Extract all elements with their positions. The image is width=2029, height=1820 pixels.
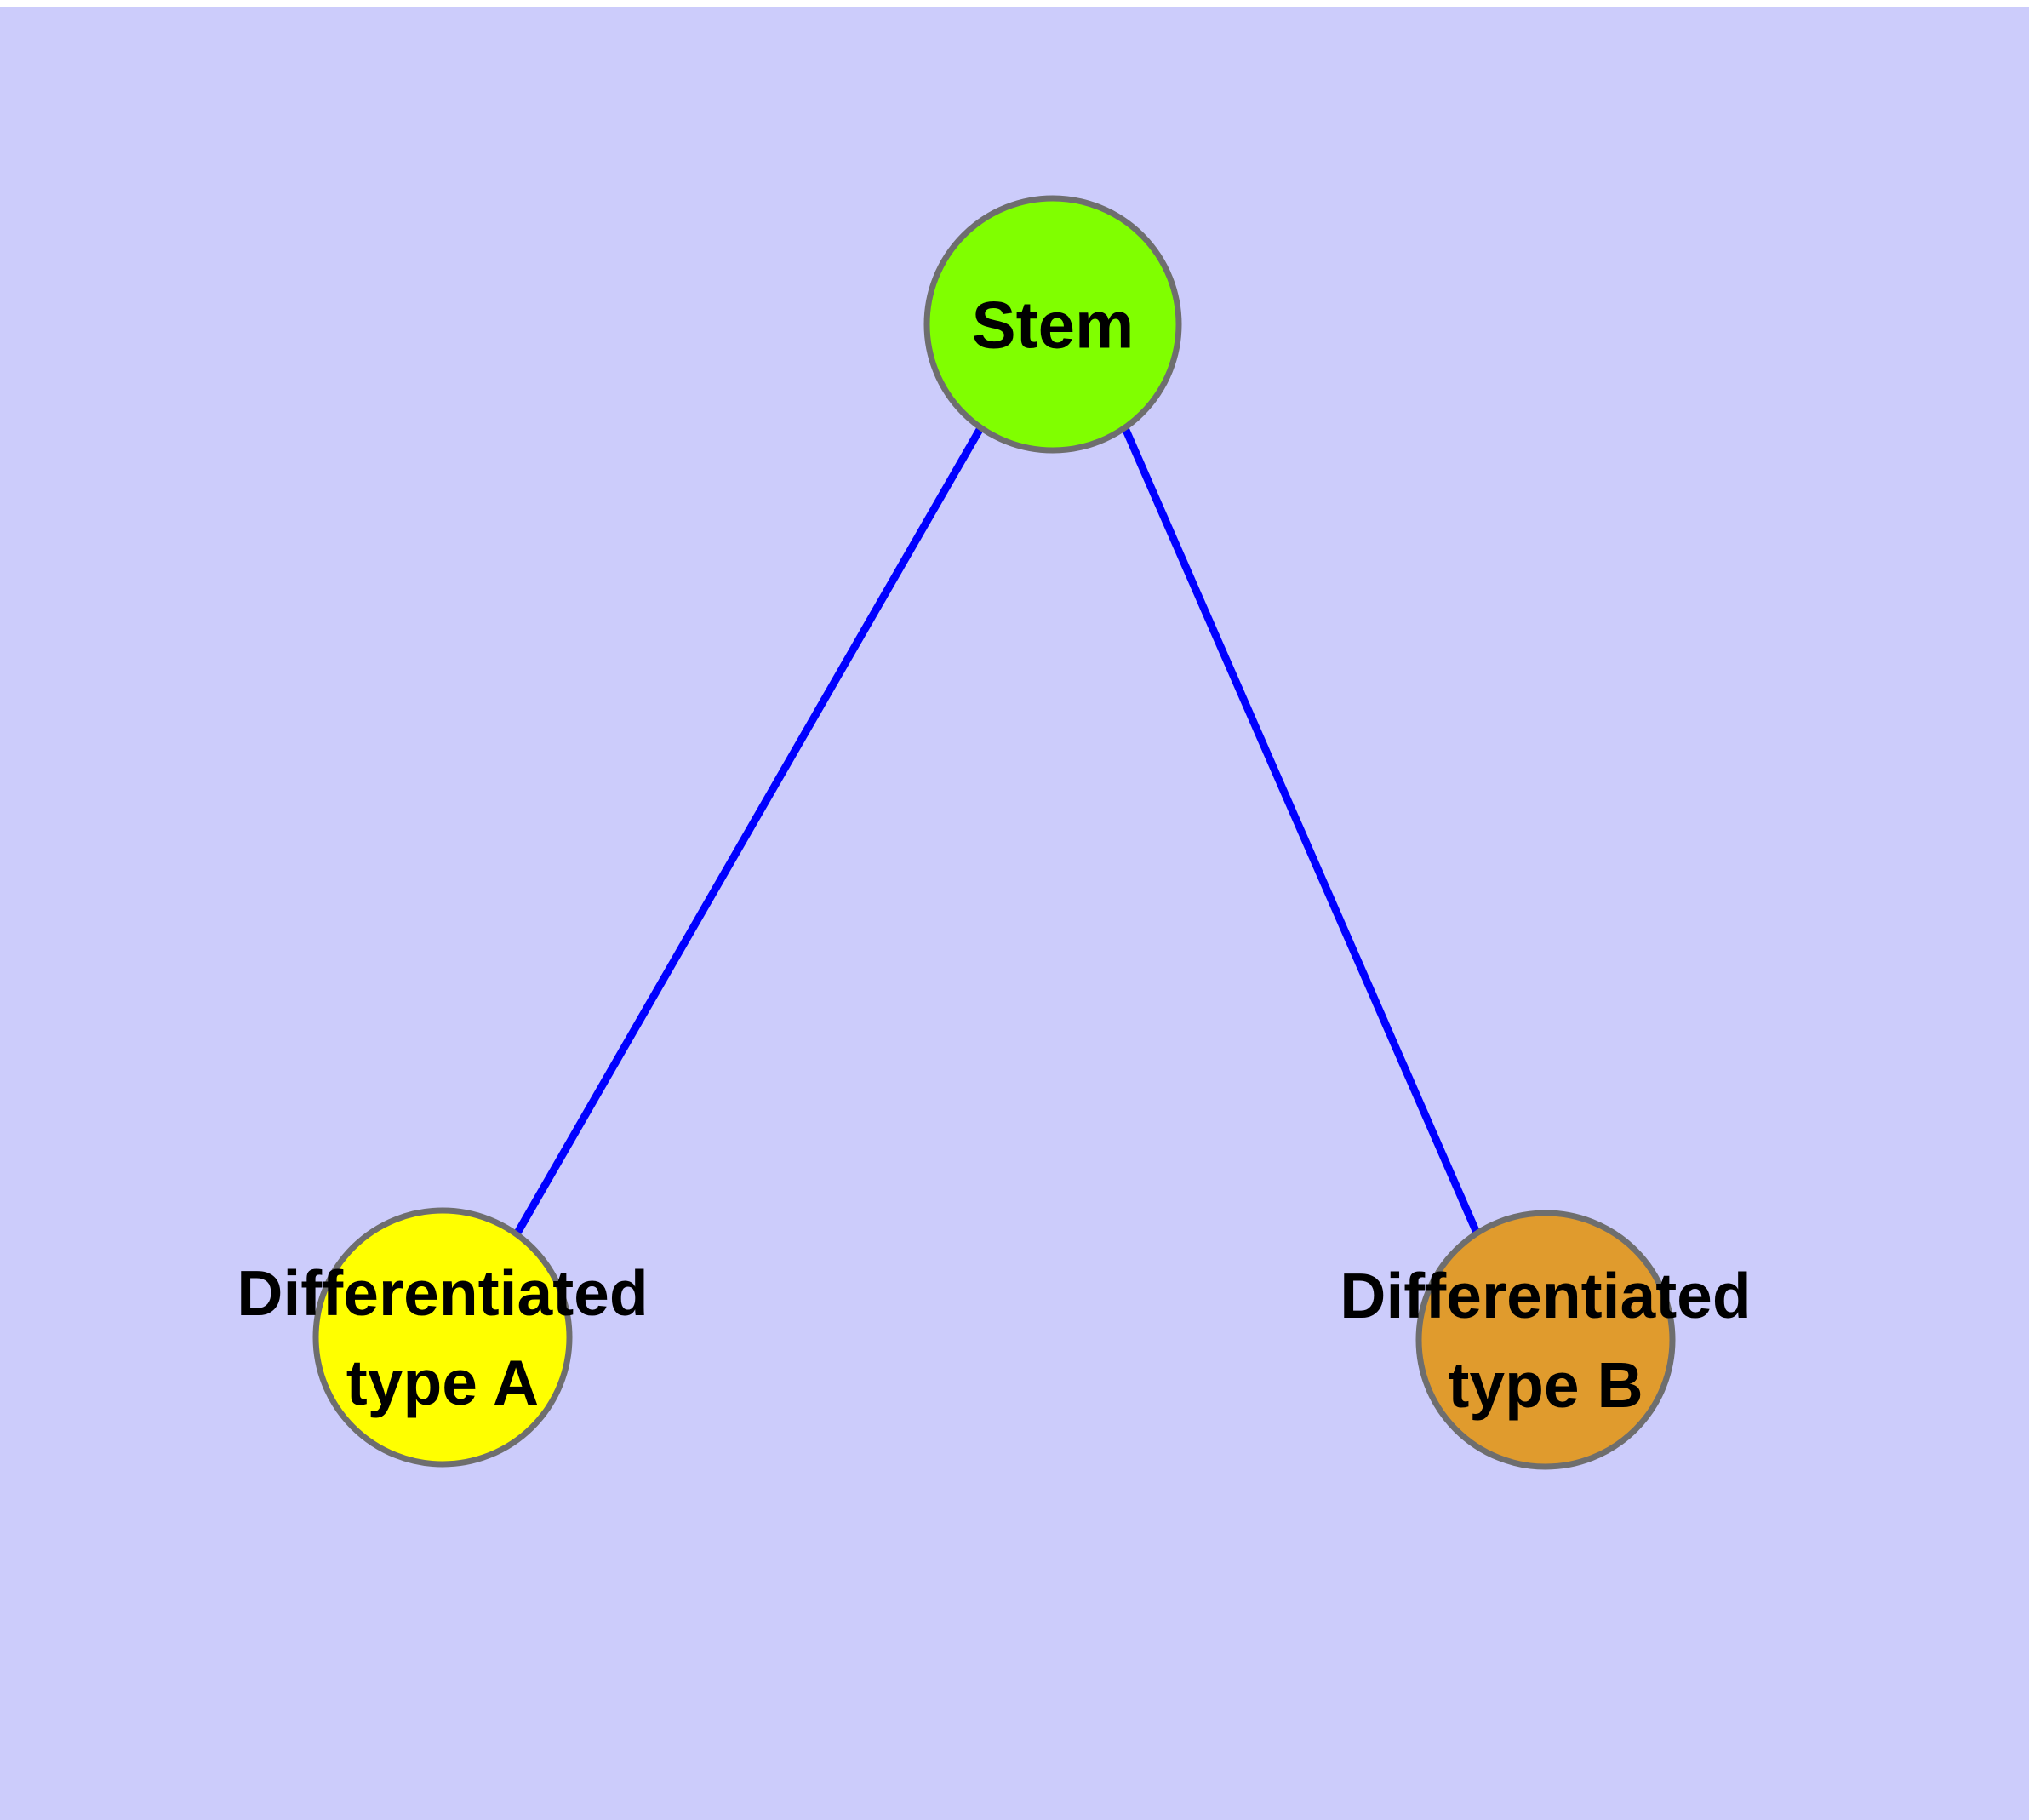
node-label-line: Differentiated xyxy=(237,1257,648,1329)
node-label-line: Differentiated xyxy=(1340,1260,1751,1331)
node-label-line: Stem xyxy=(972,288,1135,363)
edge-stem-to-b[interactable] xyxy=(1121,426,1481,1234)
edge-stem-to-a[interactable] xyxy=(513,426,984,1237)
node-diff-b[interactable] xyxy=(1415,1210,1676,1470)
node-label-diff-a: Differentiated type A xyxy=(237,1257,648,1418)
nodes-group xyxy=(312,195,1676,1470)
node-label-diff-b: Differentiated type B xyxy=(1340,1260,1751,1421)
edges-group xyxy=(513,426,1481,1237)
node-diff-a[interactable] xyxy=(312,1207,573,1468)
node-stem[interactable] xyxy=(923,195,1182,454)
node-label-line: type A xyxy=(346,1347,539,1418)
node-label-stem: Stem xyxy=(972,288,1135,363)
node-label-line: type B xyxy=(1448,1349,1643,1421)
